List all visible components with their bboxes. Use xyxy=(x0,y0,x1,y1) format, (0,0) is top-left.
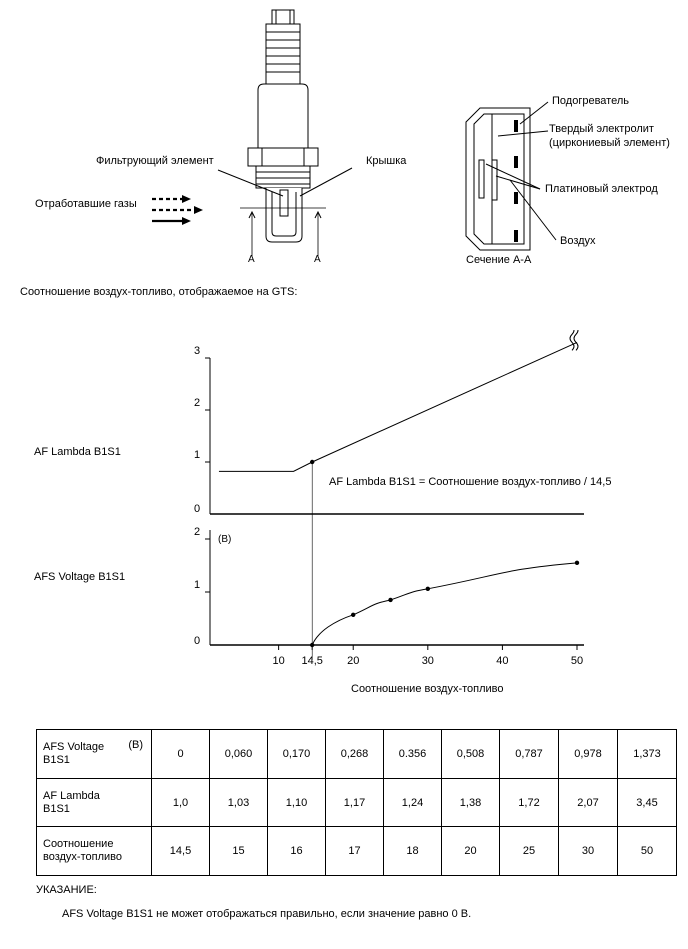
table-cell: 1,72 xyxy=(499,778,559,827)
x-tick-label: 50 xyxy=(571,655,583,667)
x-tick-label: 20 xyxy=(347,655,359,667)
row-header-line: Соотношение xyxy=(43,838,114,850)
table-cell: 1,17 xyxy=(325,778,384,827)
lambda-y-tick-label: 2 xyxy=(194,397,200,409)
table-cell: 0,787 xyxy=(499,729,559,779)
cover-label: Крышка xyxy=(366,155,407,167)
table-cell: 0,268 xyxy=(325,729,384,779)
lambda-series-line xyxy=(218,341,578,472)
table-cell: 0,170 xyxy=(267,729,326,779)
note-title: УКАЗАНИЕ: xyxy=(36,884,97,896)
table-cell: 1,373 xyxy=(617,729,677,779)
table-cell: 0 xyxy=(151,729,210,779)
chart-xlabel: Соотношение воздух-топливо xyxy=(351,683,504,695)
lambda-formula-label: AF Lambda B1S1 = Соотношение воздух-топл… xyxy=(329,476,611,488)
row-header-line: AF Lambda xyxy=(43,789,100,802)
x-tick-label: 30 xyxy=(422,655,434,667)
voltage-y-tick-label: 0 xyxy=(194,635,200,647)
row-header-line: воздух-топливо xyxy=(43,851,122,863)
table-cell: 1,10 xyxy=(267,778,326,827)
voltage-series-line xyxy=(311,562,578,646)
section-mark-left: A xyxy=(248,254,255,265)
table-cell: 17 xyxy=(325,826,384,876)
x-tick-label: 14,5 xyxy=(301,655,322,667)
table-cell: 1,03 xyxy=(209,778,268,827)
lambda-y-tick-label: 1 xyxy=(194,449,200,461)
row-header-line: AFS Voltage xyxy=(43,741,105,753)
table-cell: 0,978 xyxy=(558,729,618,779)
table-cell: 25 xyxy=(499,826,559,876)
voltage-data-point xyxy=(351,612,356,617)
table-cell: 1,24 xyxy=(383,778,442,827)
row-header-mark: (B) xyxy=(128,739,143,751)
voltage-data-point xyxy=(574,560,580,566)
axis-break-mark xyxy=(573,330,579,351)
table-cell: 30 xyxy=(558,826,618,876)
x-tick-label: 10 xyxy=(273,655,285,667)
table-cell: 18 xyxy=(383,826,442,876)
lambda-y-tick-label: 3 xyxy=(194,345,200,357)
voltage-chart-ylabel: AFS Voltage B1S1 xyxy=(34,571,126,583)
section-mark-right: A xyxy=(314,254,321,265)
table-cell: 20 xyxy=(441,826,500,876)
zirconia-element-label: (циркониевый элемент) xyxy=(549,137,670,149)
table-cell: 0,060 xyxy=(209,729,268,779)
voltage-y-tick-label: 2 xyxy=(194,526,200,538)
table-cell: 14,5 xyxy=(151,826,210,876)
table-cell: 1,38 xyxy=(441,778,500,827)
x-tick-label: 40 xyxy=(496,655,508,667)
lambda-chart-ylabel: AF Lambda B1S1 xyxy=(34,446,121,458)
heater-label: Подогреватель xyxy=(552,95,629,107)
table-cell: 1,0 xyxy=(151,778,210,827)
voltage-data-point xyxy=(425,586,431,592)
table-cell: 15 xyxy=(209,826,268,876)
exhaust-gas-label: Отработавшие газы xyxy=(35,198,137,210)
table-cell: 3,45 xyxy=(617,778,677,827)
section-caption: Сечение A-A xyxy=(466,254,532,266)
air-label: Воздух xyxy=(560,235,596,247)
af-charts: 0 1 2 3 AF Lambda B1S1 = Соотношение воздух-… xyxy=(194,330,611,667)
table-cell: 50 xyxy=(617,826,677,876)
platinum-electrode-label: Платиновый электрод xyxy=(545,183,658,195)
filter-element-label: Фильтрующий элемент xyxy=(96,155,214,167)
row-header-line: B1S1 xyxy=(43,802,70,815)
row-header-line: B1S1 xyxy=(43,754,70,766)
oxygen-sensor-illustration xyxy=(152,9,557,256)
solid-electrolyte-label: Твердый электролит xyxy=(549,123,654,135)
table-cell: 0.356 xyxy=(383,729,442,779)
voltage-data-point xyxy=(388,597,393,603)
table-cell: 0,508 xyxy=(441,729,500,779)
axis-break-mark xyxy=(569,330,575,351)
voltage-data-point xyxy=(309,642,315,648)
voltage-y-marker: (B) xyxy=(218,534,231,545)
gts-caption: Соотношение воздух-топливо, отображаемое… xyxy=(20,286,298,298)
table-cell: 16 xyxy=(267,826,326,876)
note-text: AFS Voltage B1S1 не может отображаться п… xyxy=(62,908,472,920)
lambda-y-tick-label: 0 xyxy=(194,503,200,515)
voltage-y-tick-label: 1 xyxy=(194,579,200,591)
table-cell: 2,07 xyxy=(558,778,618,827)
